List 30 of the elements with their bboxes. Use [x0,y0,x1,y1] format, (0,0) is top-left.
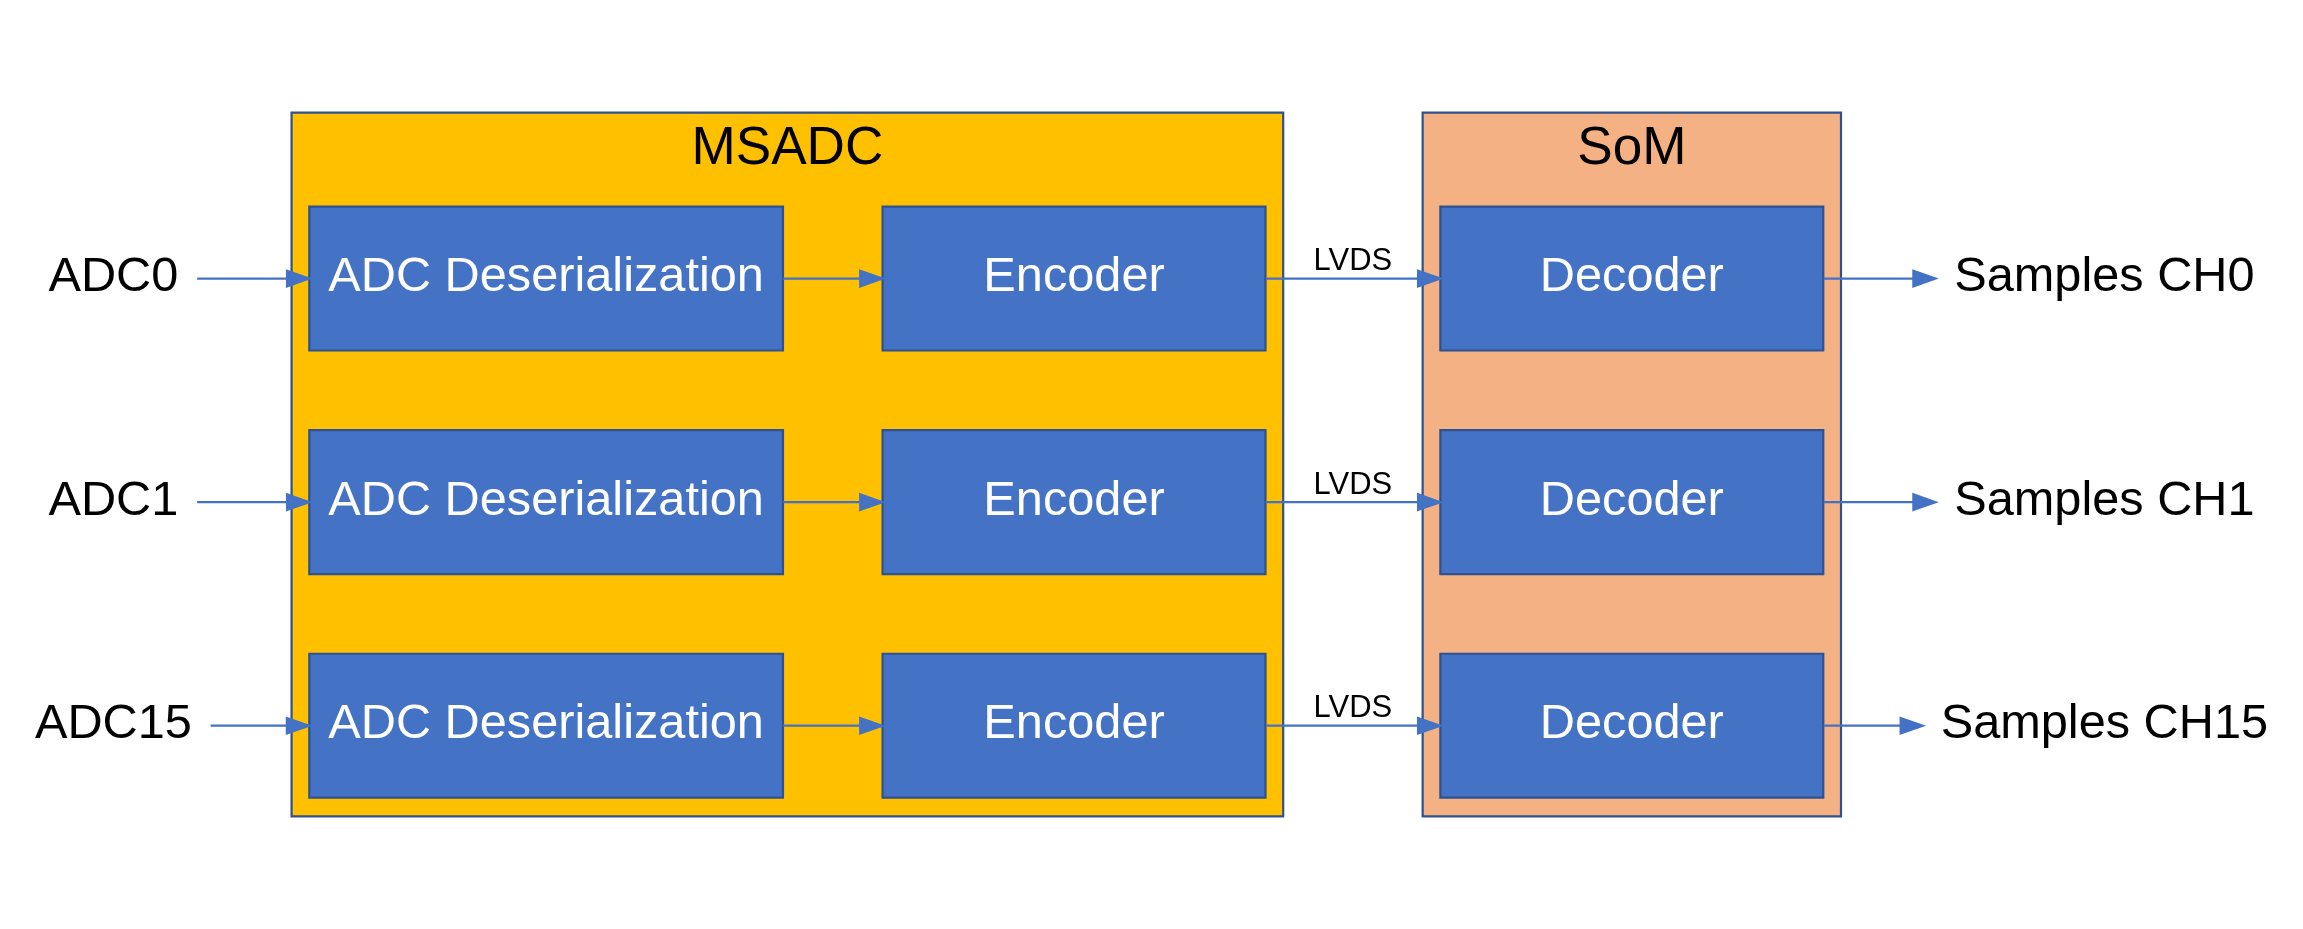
node-box: ADC Deserialization [308,205,785,352]
node-box: Decoder [1439,652,1825,799]
node-box: ADC Deserialization [308,429,785,576]
node-box: Decoder [1439,205,1825,352]
arrow [1265,492,1444,512]
arrow [1265,716,1444,735]
arrow [783,269,886,288]
node-text: ADC0 [48,246,179,301]
node-box: Encoder [881,652,1267,799]
node-box: Decoder [1439,429,1825,576]
arrow [1823,492,1939,512]
arrow [1823,269,1939,288]
edge-label: LVDS [1313,242,1393,278]
node-box: Encoder [881,205,1267,352]
node-text: Samples CH1 [1954,470,2255,525]
node-text: Samples CH0 [1954,246,2255,301]
arrow [783,716,886,735]
arrow [210,716,313,735]
edge-label: LVDS [1313,465,1393,501]
arrow [197,492,313,512]
node-text: ADC1 [48,470,179,525]
arrow [197,269,313,288]
arrow [1265,269,1444,288]
node-box: ADC Deserialization [308,652,785,799]
arrow [1823,716,1927,735]
node-text: Samples CH15 [1940,694,2269,749]
node-box: Encoder [881,429,1267,576]
arrow [783,492,886,512]
node-text: ADC15 [34,694,192,749]
edge-label: LVDS [1313,689,1393,725]
